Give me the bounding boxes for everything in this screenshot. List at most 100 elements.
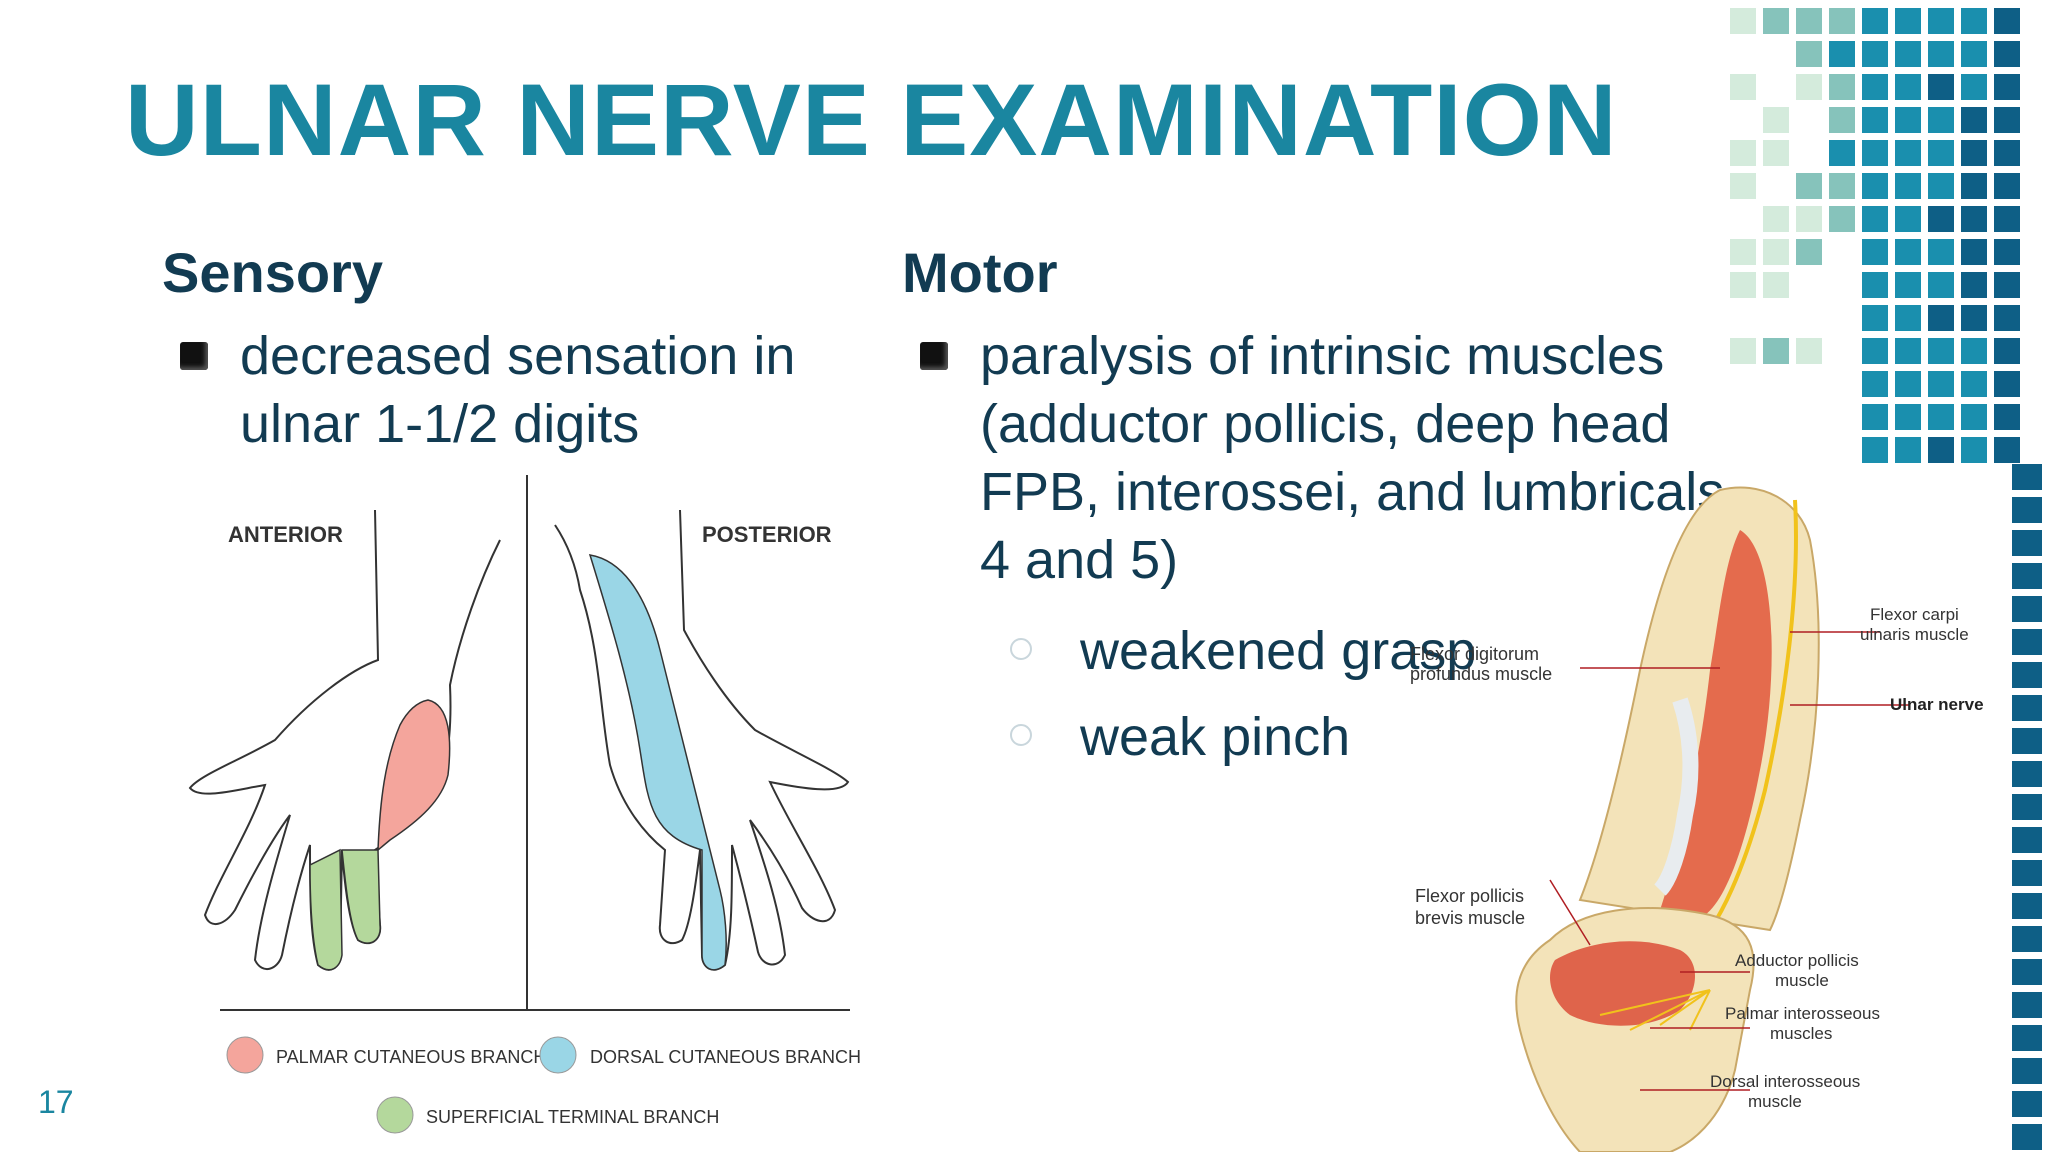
side-bar-tile xyxy=(2012,827,2042,853)
motor-line-2: (adductor pollicis, deep head xyxy=(980,394,1671,454)
intrinsic-muscles xyxy=(1550,941,1695,1026)
mosaic-tile xyxy=(1994,206,2020,232)
mosaic-tile xyxy=(1829,140,1855,166)
motor-line-4: 4 and 5) xyxy=(980,530,1179,590)
mosaic-tile xyxy=(1796,8,1822,34)
mosaic-tile xyxy=(1862,239,1888,265)
sensory-heading: Sensory xyxy=(162,241,383,304)
mosaic-tile xyxy=(1895,173,1921,199)
decorative-side-bars xyxy=(2008,460,2048,1152)
mosaic-tile xyxy=(1994,107,2020,133)
side-bar-tile xyxy=(2012,893,2042,919)
mosaic-tile xyxy=(1928,437,1954,463)
mosaic-tile xyxy=(1730,173,1756,199)
side-bar-tile xyxy=(2012,1124,2042,1150)
mosaic-tile xyxy=(1961,107,1987,133)
mosaic-tile xyxy=(1961,338,1987,364)
mosaic-tile xyxy=(1895,41,1921,67)
mosaic-tile xyxy=(1895,437,1921,463)
side-bar-tile xyxy=(2012,1091,2042,1117)
side-bar-tile xyxy=(2012,497,2042,523)
mosaic-tile xyxy=(1994,74,2020,100)
fdp-label-2: profundus muscle xyxy=(1410,664,1552,684)
superficial-terminal-region-little xyxy=(341,849,381,944)
mosaic-tile xyxy=(1895,74,1921,100)
mosaic-tile xyxy=(1796,173,1822,199)
mosaic-tile xyxy=(1862,371,1888,397)
motor-line-3: FPB, interossei, and lumbricals xyxy=(980,462,1725,522)
side-bar-tile xyxy=(2012,794,2042,820)
mosaic-tile xyxy=(1829,206,1855,232)
fpb-label-2: brevis muscle xyxy=(1415,908,1525,928)
side-bar-tile xyxy=(2012,662,2042,688)
side-bar-tile xyxy=(2012,926,2042,952)
mosaic-tile xyxy=(1961,437,1987,463)
page-number: 17 xyxy=(38,1084,74,1120)
side-bar-tile xyxy=(2012,596,2042,622)
palmar-legend-swatch xyxy=(226,1036,264,1074)
superficial-legend-swatch xyxy=(376,1096,414,1134)
motor-line-1: paralysis of intrinsic muscles xyxy=(980,326,1665,386)
mosaic-tile xyxy=(1862,404,1888,430)
mosaic-tile xyxy=(1994,8,2020,34)
superficial-legend-label: SUPERFICIAL TERMINAL BRANCH xyxy=(426,1107,719,1127)
dorsal-legend-label: DORSAL CUTANEOUS BRANCH xyxy=(590,1047,861,1067)
mosaic-tile xyxy=(1862,272,1888,298)
mosaic-tile xyxy=(1961,206,1987,232)
mosaic-tile xyxy=(1862,305,1888,331)
mosaic-tile xyxy=(1928,173,1954,199)
mosaic-tile xyxy=(1895,140,1921,166)
mosaic-tile xyxy=(1928,371,1954,397)
mosaic-tile xyxy=(1730,8,1756,34)
mosaic-tile xyxy=(1928,140,1954,166)
adductor-label-1: Adductor pollicis xyxy=(1735,951,1859,970)
mosaic-tile xyxy=(1994,338,2020,364)
side-bar-tile xyxy=(2012,959,2042,985)
ulnar-nerve-path xyxy=(1708,499,1798,990)
dorsal-legend-swatch xyxy=(539,1036,577,1074)
mosaic-tile xyxy=(1928,41,1954,67)
mosaic-tile xyxy=(1829,8,1855,34)
mosaic-tile xyxy=(1763,239,1789,265)
mosaic-tile xyxy=(1961,8,1987,34)
circle-bullet-icon xyxy=(1010,638,1032,660)
palmar-legend-label: PALMAR CUTANEOUS BRANCH xyxy=(276,1047,546,1067)
side-bar-tile xyxy=(2012,761,2042,787)
mosaic-tile xyxy=(1961,371,1987,397)
side-bar-tile xyxy=(2012,860,2042,886)
superficial-terminal-region-ring xyxy=(309,848,343,971)
mosaic-tile xyxy=(1994,140,2020,166)
mosaic-tile xyxy=(1961,41,1987,67)
mosaic-tile xyxy=(1895,206,1921,232)
sensory-bullet: decreased sensation in ulnar 1-1/2 digit… xyxy=(180,322,796,458)
side-bar-tile xyxy=(2012,728,2042,754)
mosaic-tile xyxy=(1928,8,1954,34)
mosaic-tile xyxy=(1994,371,2020,397)
mosaic-tile xyxy=(1994,404,2020,430)
mosaic-tile xyxy=(1928,206,1954,232)
square-bullet-icon xyxy=(180,342,208,370)
mosaic-tile xyxy=(1829,173,1855,199)
mosaic-tile xyxy=(1928,272,1954,298)
mosaic-tile xyxy=(1961,140,1987,166)
mosaic-tile xyxy=(1796,206,1822,232)
mosaic-tile xyxy=(1961,305,1987,331)
mosaic-tile xyxy=(1895,305,1921,331)
mosaic-tile xyxy=(1862,74,1888,100)
forearm-anatomy-illustration: Flexor digitorum profundus muscle Flexor… xyxy=(1410,486,1984,1152)
mosaic-tile xyxy=(1928,107,1954,133)
mosaic-tile xyxy=(1895,404,1921,430)
fcu-label-2: ulnaris muscle xyxy=(1860,625,1969,644)
side-bar-tile xyxy=(2012,629,2042,655)
sensory-line-1: decreased sensation in xyxy=(240,326,796,386)
mosaic-tile xyxy=(1961,239,1987,265)
mosaic-tile xyxy=(1895,107,1921,133)
side-bar-tile xyxy=(2012,1058,2042,1084)
decorative-mosaic xyxy=(1720,0,2048,470)
mosaic-tile xyxy=(1895,272,1921,298)
nerve-branches xyxy=(1599,989,1711,1031)
mosaic-tile xyxy=(1796,74,1822,100)
mosaic-tile xyxy=(1829,107,1855,133)
mosaic-tile xyxy=(1763,107,1789,133)
side-bar-tile xyxy=(2012,695,2042,721)
